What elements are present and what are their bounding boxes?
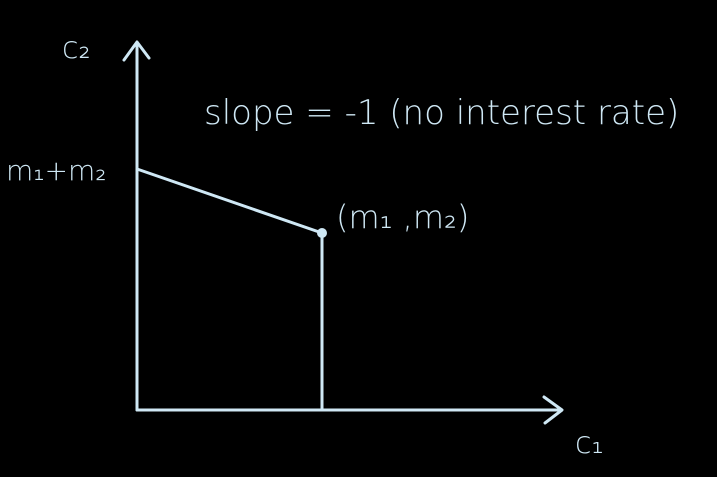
endowment-point-label: (m₁ ,m₂)	[336, 198, 469, 236]
x-axis-arrowhead	[542, 395, 564, 425]
y-axis-arrowhead	[122, 40, 151, 62]
endowment-point	[317, 228, 327, 238]
budget-line	[135, 167, 324, 235]
y-intercept-label: m₁+m₂	[6, 154, 106, 187]
y-axis-label: c₂	[62, 31, 91, 66]
slope-annotation: slope = -1 (no interest rate)	[204, 93, 679, 133]
x-axis-label: c₁	[575, 426, 604, 461]
